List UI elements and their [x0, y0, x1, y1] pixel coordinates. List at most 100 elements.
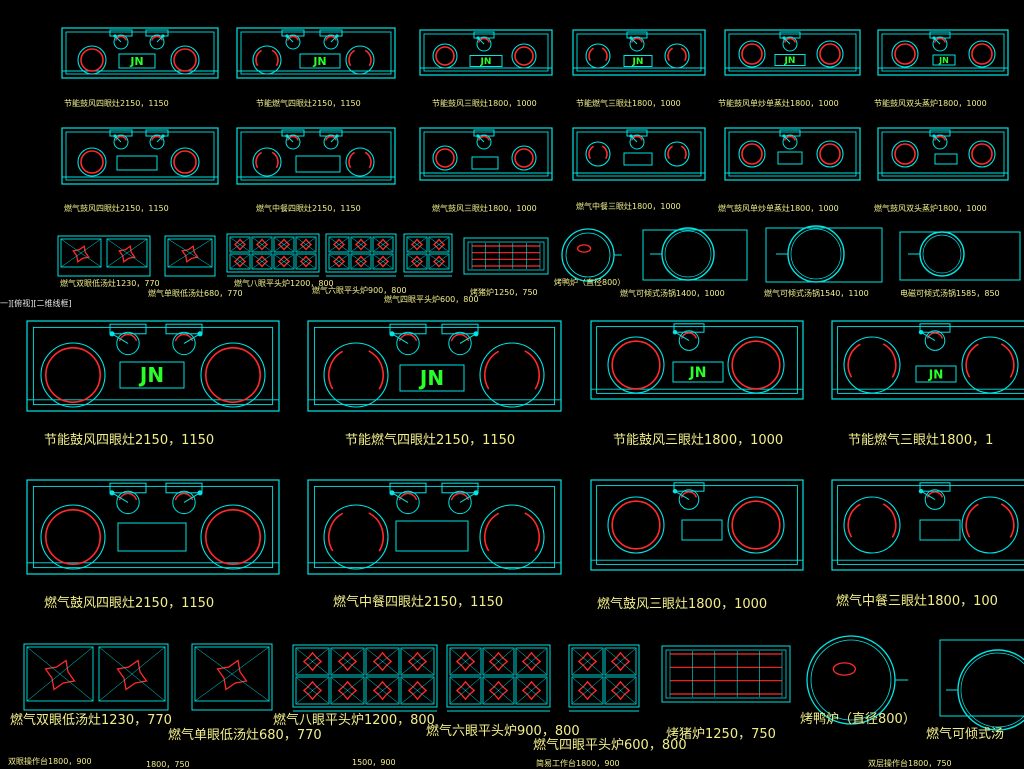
small-burner — [116, 490, 140, 515]
burner-star — [372, 651, 393, 672]
low-stove-cell — [60, 238, 102, 268]
bottom-label-5: 双层操作台1800，750 — [868, 759, 952, 768]
small-burner-flame — [151, 35, 163, 41]
wok-ring — [252, 45, 282, 75]
burner-star — [376, 238, 390, 251]
stove-inner — [728, 33, 857, 72]
low-stove-cell — [98, 646, 166, 702]
faucet-dot — [335, 34, 339, 38]
grate-diag — [329, 254, 349, 269]
bottom-label-4: 简易工作台1800，900 — [536, 759, 620, 768]
wok-ring — [40, 504, 106, 570]
small-burner — [629, 134, 645, 150]
small-burner — [448, 490, 472, 515]
stove-inner — [65, 131, 215, 181]
burner-cell — [482, 676, 515, 705]
faucet-dot — [476, 36, 480, 40]
burner-cell — [428, 236, 450, 253]
label-r3-5: 燃气四眼平头炉600，800 — [384, 295, 479, 304]
burner-star — [376, 255, 390, 268]
burner-star — [332, 238, 346, 251]
burner-star — [118, 245, 136, 263]
small-burner-flame — [934, 37, 946, 43]
duck-oven-flame — [832, 662, 857, 676]
wok-ring — [585, 141, 611, 167]
small-burner-flame — [631, 135, 643, 141]
roaster-inner — [665, 649, 787, 699]
stove-inner — [423, 131, 549, 177]
jn-logo: JN — [480, 57, 492, 67]
center-box — [395, 520, 469, 552]
wok-flame — [484, 350, 500, 390]
small-burner — [782, 134, 798, 150]
label-r3-8: 燃气可倾式汤锅1400，1000 — [620, 289, 725, 298]
control-box — [165, 482, 203, 494]
faucet-dot — [389, 331, 395, 337]
wok-flame — [601, 47, 608, 62]
stove-outline — [61, 27, 219, 79]
range-outline — [446, 644, 551, 708]
label-r1-6: 节能鼓风双头蒸炉1800，1000 — [874, 99, 987, 108]
wok-ring — [511, 145, 537, 171]
wok-ring — [170, 147, 200, 177]
duck-oven-ring — [806, 635, 896, 725]
burner-star — [181, 245, 199, 263]
stove-inner — [596, 326, 798, 394]
grate-diag — [252, 254, 272, 269]
wok-flame — [819, 43, 841, 65]
wok-flame — [271, 151, 279, 169]
burner-star — [610, 651, 631, 672]
bottom-label-3: 1500，900 — [352, 758, 396, 767]
label-r2-3: 燃气鼓风三眼灶1800，1000 — [432, 204, 537, 213]
wok-flame — [731, 500, 781, 550]
wok-ring — [77, 147, 107, 177]
faucet-arm — [183, 333, 201, 344]
grate-diag — [401, 648, 434, 675]
label-big-r1-4: 节能燃气三眼灶1800，1 — [848, 433, 994, 448]
roaster-outline — [463, 237, 549, 275]
burner-star — [610, 680, 631, 701]
jn-logo: JN — [632, 57, 644, 67]
burner-star — [577, 651, 598, 672]
stove-inner — [837, 485, 1024, 565]
label-r3-7: 烤鸭炉（直径800） — [554, 278, 626, 287]
wok-flame — [971, 43, 993, 65]
stove-outline — [590, 479, 804, 571]
burner-cell — [449, 676, 482, 705]
label-r1-1: 节能鼓风四眼灶2150，1150 — [64, 99, 169, 108]
burner-cell — [295, 647, 330, 676]
wok-ring — [511, 43, 537, 69]
burner-star — [302, 651, 323, 672]
faucet-arm — [183, 492, 201, 503]
jn-logo: JN — [129, 55, 143, 68]
grate-diag — [331, 648, 364, 675]
center-box — [623, 152, 653, 166]
small-burner-flame — [784, 37, 796, 43]
wok-flame — [1000, 343, 1015, 378]
center-box — [471, 156, 499, 170]
burner-cell — [295, 236, 317, 253]
wok-ring — [816, 40, 844, 68]
logo-box — [623, 55, 653, 67]
faucet-dot — [109, 331, 115, 337]
burner-star — [337, 680, 358, 701]
label-r3-4: 燃气六眼平头炉900，800 — [312, 286, 407, 295]
wok-ring — [607, 336, 665, 394]
wok-flame — [611, 500, 661, 550]
wok-ring — [345, 45, 375, 75]
small-burner — [285, 134, 301, 150]
wok-flame — [667, 47, 674, 62]
burner-cell — [295, 253, 317, 270]
wok-ring — [968, 40, 996, 68]
burner-star — [354, 238, 368, 251]
small-burner-flame — [631, 37, 643, 43]
wok-ring — [323, 504, 389, 570]
burner-star — [432, 238, 446, 251]
wok-ring — [432, 43, 458, 69]
grate-diag — [230, 237, 250, 252]
stove-outline — [61, 127, 219, 185]
label-r1-2: 节能燃气四眼灶2150，1150 — [256, 99, 361, 108]
burner-star — [410, 255, 424, 268]
label-big-r1-3: 节能鼓风三眼灶1800，1000 — [613, 433, 784, 448]
stove-inner — [313, 326, 556, 406]
